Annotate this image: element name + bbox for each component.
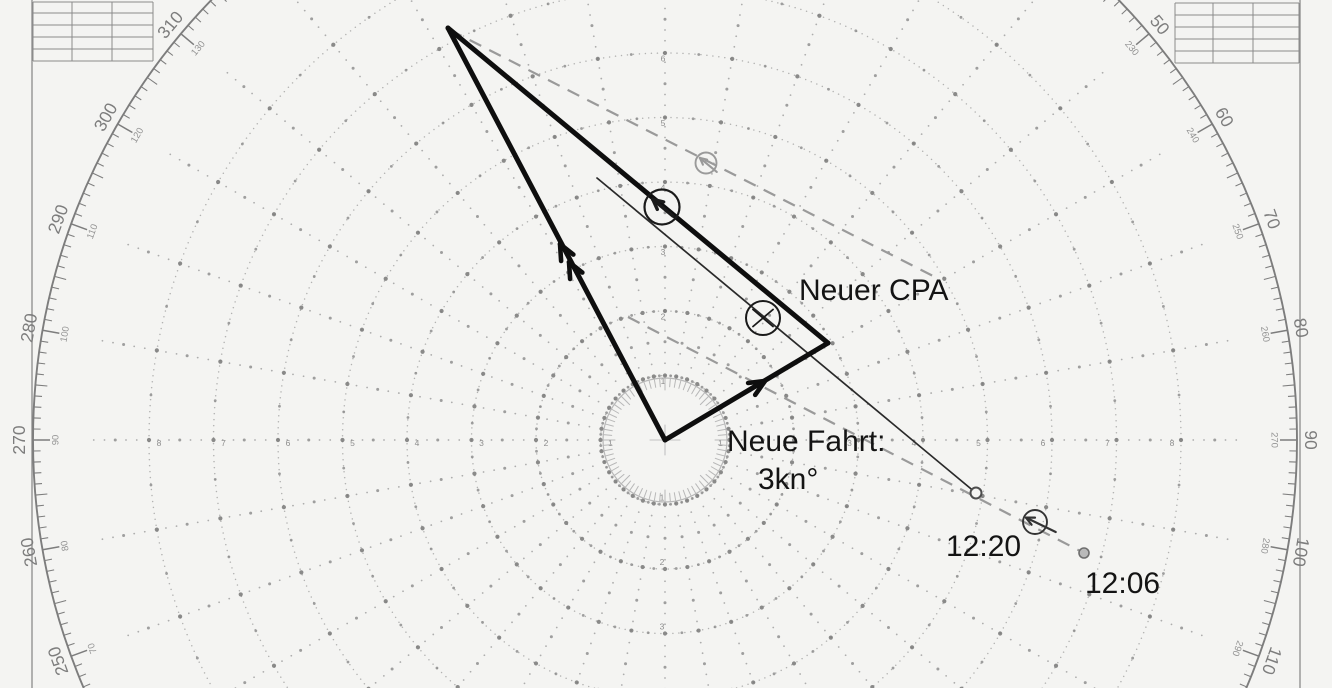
target-position-1206 [1078, 547, 1090, 559]
label-time-1220: 12:20 [946, 530, 1021, 563]
svg-text:3: 3 [661, 247, 666, 257]
svg-text:4: 4 [661, 183, 666, 193]
reciprocal-label-110: 110 [85, 223, 101, 241]
svg-text:6: 6 [661, 54, 666, 64]
svg-text:3: 3 [660, 622, 665, 632]
svg-text:3: 3 [847, 438, 852, 448]
new-speed-vector [662, 340, 831, 443]
dashed-original-track [627, 316, 1085, 554]
reciprocal-label-280: 280 [1258, 537, 1272, 555]
reciprocal-label-100: 100 [58, 325, 72, 343]
svg-text:2: 2 [783, 438, 788, 448]
svg-text:5: 5 [976, 438, 981, 448]
svg-text:1: 1 [608, 438, 613, 448]
reciprocal-label-250: 250 [1229, 222, 1245, 241]
relative-direction-marker-ghost [694, 151, 718, 175]
target-position-1220 [969, 486, 983, 500]
reciprocal-label-70: 70 [86, 641, 100, 655]
dashed-new-cpa-line [449, 29, 938, 279]
polar-grid: 1 2 3 4 5 6 1 2 3 4 5 6 7 8 1 2 3 1 2 3 4 5 6 7 8 [92, 0, 1238, 688]
svg-text:4: 4 [912, 438, 917, 448]
own-course-vector [445, 25, 668, 443]
log-table-top_left [32, 1, 154, 62]
plot-vectors [445, 25, 1090, 559]
cpa-marker [745, 300, 781, 336]
relative-direction-marker-new [643, 188, 681, 226]
svg-text:4: 4 [415, 438, 420, 448]
bearing-label-270: 270 [9, 425, 29, 454]
bearing-label-90: 90 [1301, 430, 1321, 450]
relative-direction-marker-original [1022, 509, 1057, 535]
label-neuer-cpa: Neuer CPA [799, 274, 949, 307]
label-time-1206: 12:06 [1085, 567, 1160, 600]
svg-text:7: 7 [221, 438, 226, 448]
svg-text:1: 1 [660, 493, 665, 503]
label-neue-fahrt-speed: 3kn° [758, 463, 818, 496]
reciprocal-label-290: 290 [1229, 639, 1245, 658]
corner-log-tables [32, 1, 1300, 64]
svg-text:1: 1 [718, 438, 723, 448]
svg-text:1: 1 [661, 376, 666, 386]
svg-text:6: 6 [286, 438, 291, 448]
new-relative-vector [445, 25, 831, 346]
reciprocal-label-270: 270 [1269, 432, 1280, 448]
svg-text:6: 6 [1041, 438, 1046, 448]
svg-text:8: 8 [157, 438, 162, 448]
svg-text:2: 2 [660, 557, 665, 567]
svg-text:7: 7 [1105, 438, 1110, 448]
reciprocal-label-80: 80 [59, 540, 72, 552]
svg-text:8: 8 [1170, 438, 1175, 448]
log-table-top_right [1174, 2, 1300, 64]
relative-motion-line [596, 177, 977, 494]
bearing-label-80: 80 [1290, 317, 1313, 340]
svg-text:2: 2 [544, 438, 549, 448]
reciprocal-label-260: 260 [1258, 325, 1272, 343]
svg-text:2: 2 [661, 312, 666, 322]
svg-text:5: 5 [350, 438, 355, 448]
svg-text:3: 3 [479, 438, 484, 448]
label-neue-fahrt: Neue Fahrt: [727, 425, 885, 458]
reciprocal-label-90: 90 [51, 435, 62, 446]
svg-text:5: 5 [661, 118, 666, 128]
